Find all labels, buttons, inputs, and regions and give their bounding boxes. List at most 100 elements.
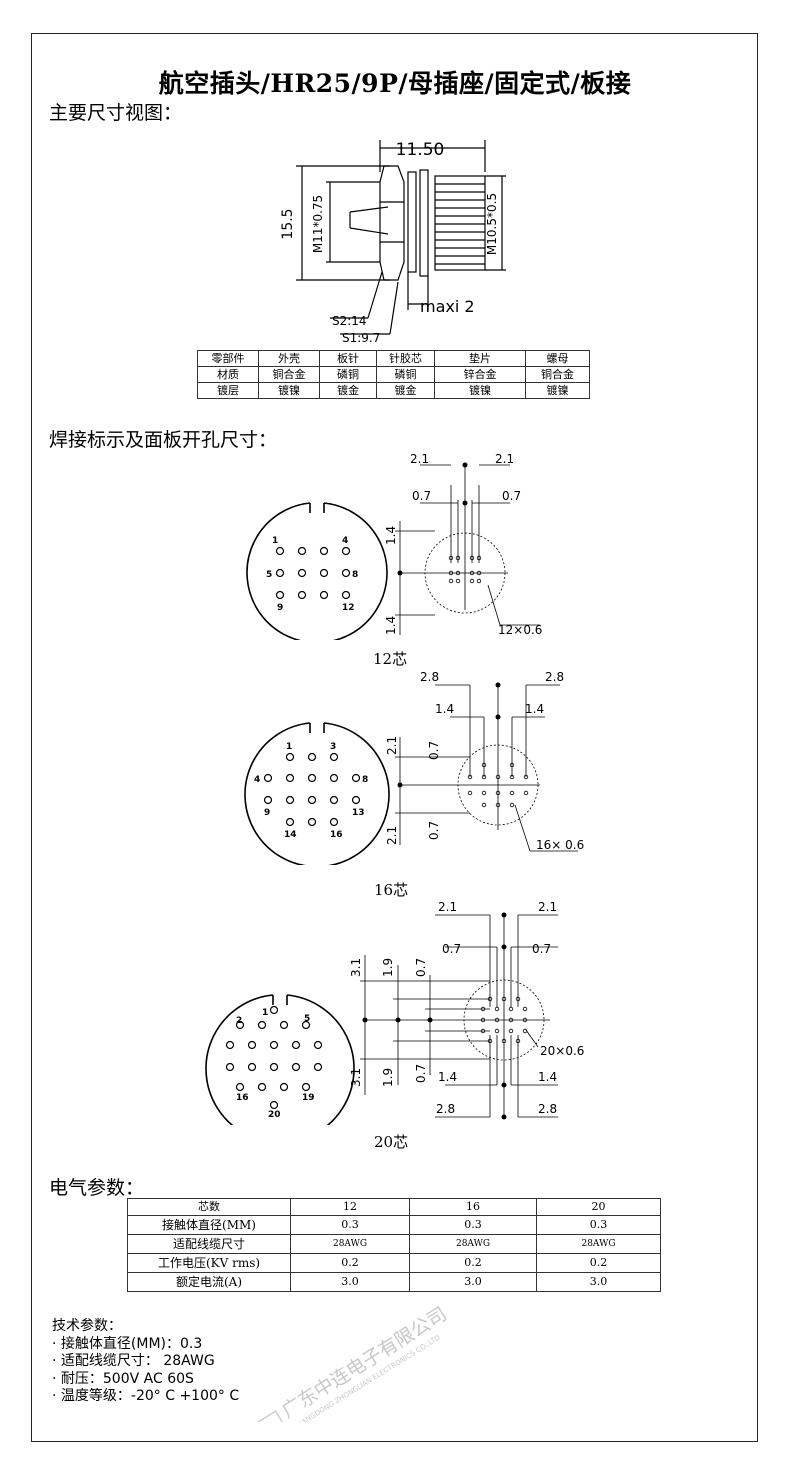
table-cell: 12: [290, 1198, 410, 1216]
dim-label: 3.1: [349, 1068, 363, 1087]
dim-label: 3.1: [349, 958, 363, 977]
table-cell: 镀金: [319, 382, 377, 399]
table-cell: 28AWG: [409, 1234, 537, 1254]
table-cell: 垫片: [434, 350, 526, 367]
layout-caption-12: 12芯: [373, 650, 408, 668]
dim-label: 0.7: [412, 489, 431, 503]
page-frame: [31, 33, 758, 1442]
dim-label: 2.8: [420, 670, 439, 684]
s1-label: S1:9.7: [342, 331, 380, 345]
pin-label: 4: [254, 775, 260, 785]
table-cell: 3.0: [536, 1272, 661, 1292]
table-cell: 工作电压(KV rms): [127, 1253, 291, 1273]
dim-label: 1.4: [538, 1070, 557, 1084]
dim-label: 2.1: [385, 736, 399, 755]
dim-label: 1.4: [438, 1070, 457, 1084]
dim-label: 2.1: [410, 452, 429, 466]
pin-label: 1: [272, 536, 278, 546]
table-cell: 磷铜: [376, 366, 435, 383]
table-cell: 适配线缆尺寸: [127, 1234, 291, 1254]
table-cell: 镀镍: [258, 382, 320, 399]
dim-label: 2.1: [438, 900, 457, 914]
layout-16-pin: 1 3 4 8 9 13 14 16 2.8 2.8 1.4: [244, 670, 584, 865]
table-cell: 0.3: [536, 1215, 661, 1235]
table-cell: 零部件: [197, 350, 259, 367]
pin-label: 16: [236, 1093, 249, 1103]
pin-label: 4: [342, 536, 348, 546]
tech-param-item: · 适配线缆尺寸： 28AWG: [52, 1353, 215, 1369]
table-cell: 磷铜: [319, 366, 377, 383]
table-cell: 铜合金: [525, 366, 590, 383]
thread-m11-label: M11*0.75: [311, 195, 325, 253]
table-cell: 3.0: [409, 1272, 537, 1292]
dim-width-label: 11.50: [396, 140, 445, 160]
table-cell: 镀层: [197, 382, 259, 399]
dim-height-label: 15.5: [280, 208, 296, 239]
section-main-view: 主要尺寸视图：: [49, 102, 183, 124]
tech-params-heading: 技术参数：: [52, 1318, 122, 1334]
dim-label: 2.8: [436, 1102, 455, 1116]
pin-label: 2: [236, 1016, 242, 1026]
dim-label: 2.1: [385, 826, 399, 845]
table-cell: 材质: [197, 366, 259, 383]
page-title: 航空插头/HR25/9P/母插座/固定式/板接: [158, 69, 632, 98]
dim-label: 1.9: [381, 1068, 395, 1087]
table-row: 额定电流(A) 3.0 3.0 3.0: [127, 1272, 661, 1292]
pin-label: 1: [262, 1008, 268, 1018]
layout-12-pin: 1 4 5 8 9 12 2.1 2.1 0.7 0.7 1.4: [246, 452, 542, 640]
dim-label: 2.1: [538, 900, 557, 914]
table-row: 零部件 外壳 板针 针胶芯 垫片 螺母: [197, 350, 590, 367]
tech-param-item: · 接触体直径(MM)：0.3: [52, 1335, 203, 1352]
table-row: 工作电压(KV rms) 0.2 0.2 0.2: [127, 1253, 661, 1273]
dim-label: 2.1: [495, 452, 514, 466]
dim-label: 0.7: [414, 1064, 428, 1083]
table-row: 镀层 镀镍 镀金 镀金 镀镍 镀镍: [197, 382, 590, 399]
layout-caption-20: 20芯: [374, 1133, 409, 1151]
dim-label: 2.8: [545, 670, 564, 684]
hole-spec-label: 16× 0.6: [536, 838, 584, 852]
table-cell: 额定电流(A): [127, 1272, 291, 1292]
table-cell: 铜合金: [258, 366, 320, 383]
table-cell: 螺母: [525, 350, 590, 367]
table-row: 材质 铜合金 磷铜 磷铜 锌合金 铜合金: [197, 366, 590, 383]
table-cell: 28AWG: [536, 1234, 661, 1254]
table-cell: 锌合金: [434, 366, 526, 383]
tech-param-item: · 温度等级：-20° C +100° C: [52, 1388, 240, 1404]
table-row: 接触体直径(MM) 0.3 0.3 0.3: [127, 1215, 661, 1235]
dim-label: 0.7: [442, 942, 461, 956]
table-cell: 针胶芯: [376, 350, 435, 367]
table-cell: 板针: [319, 350, 377, 367]
table-cell: 0.2: [290, 1253, 410, 1273]
dim-label: 1.4: [384, 616, 398, 635]
connector-side-view-drawing: 11.50 15.5 M11*0.75 M10.5*0.5 maxi 2 S2:…: [280, 140, 506, 345]
dim-label: 0.7: [532, 942, 551, 956]
table-row: 适配线缆尺寸 28AWG 28AWG 28AWG: [127, 1234, 661, 1254]
table-cell: 0.2: [409, 1253, 537, 1273]
table-cell: 镀镍: [434, 382, 526, 399]
table-cell: 0.3: [290, 1215, 410, 1235]
table-cell: 0.2: [536, 1253, 661, 1273]
tech-param-item: · 耐压：500V AC 60S: [52, 1370, 194, 1387]
layout-20-pin: 1 2 5 16 19 20: [205, 900, 584, 1125]
table-cell: 16: [409, 1198, 537, 1216]
table-cell: 3.0: [290, 1272, 410, 1292]
table-cell: 镀镍: [525, 382, 590, 399]
table-cell: 28AWG: [290, 1234, 410, 1254]
table-cell: 外壳: [258, 350, 320, 367]
pin-label: 16: [330, 830, 343, 840]
pin-label: 19: [302, 1093, 315, 1103]
dim-label: 1.4: [435, 702, 454, 716]
dim-label: 1.9: [381, 958, 395, 977]
pin-label: 1: [286, 742, 292, 752]
pin-label: 5: [304, 1014, 310, 1024]
pin-label: 20: [268, 1110, 281, 1120]
hole-spec-label: 12×0.6: [498, 623, 542, 637]
table-cell: 芯数: [127, 1198, 291, 1216]
section-electrical: 电气参数：: [49, 1177, 145, 1199]
pin-label: 3: [330, 742, 336, 752]
pin-label: 13: [352, 808, 365, 818]
electrical-table: 芯数 12 16 20 接触体直径(MM) 0.3 0.3 0.3 适配线缆尺寸…: [127, 1198, 661, 1292]
dim-label: 0.7: [427, 821, 441, 840]
table-cell: 0.3: [409, 1215, 537, 1235]
layout-caption-16: 16芯: [374, 881, 409, 899]
